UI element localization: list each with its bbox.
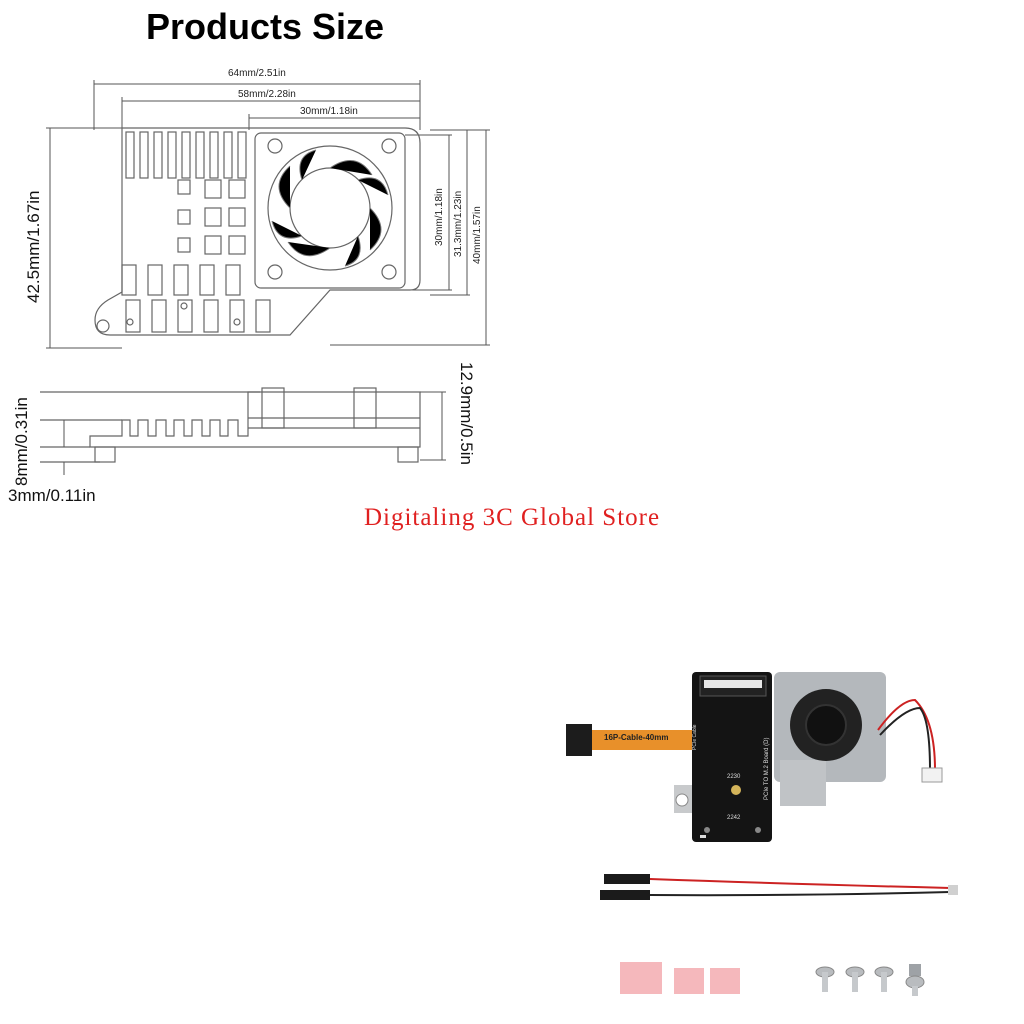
slot-2242-label: 2242 <box>727 815 741 821</box>
dim-width-body: 58mm/2.28in <box>238 89 296 100</box>
dim-fin-height: 8mm/0.31in <box>12 397 31 486</box>
dim-height-overall-left: 42.5mm/1.67in <box>24 190 43 303</box>
dim-height-fan: 30mm/1.18in <box>434 188 445 246</box>
slot-2230-label: 2230 <box>727 774 741 780</box>
thermal-pad-large <box>620 962 662 994</box>
dim-width-overall: 64mm/2.51in <box>228 68 286 79</box>
store-name: Digitaling 3C Global Store <box>363 504 661 531</box>
screws <box>815 964 925 996</box>
jumper-wire <box>604 874 650 884</box>
ribbon-cable <box>568 730 698 750</box>
pcb-label: PCIe TO M.2 Board (D) <box>764 737 770 800</box>
dim-height-fan-mount: 31.3mm/1.23in <box>453 190 464 257</box>
dim-width-fan: 30mm/1.18in <box>300 106 358 117</box>
dim-total-height: 12.9mm/0.5in <box>457 362 476 465</box>
pcie-cable-label: PCIe Cable <box>692 724 698 750</box>
dim-height-overall-right: 40mm/1.57in <box>472 206 483 264</box>
page-title: Products Size <box>145 6 385 47</box>
thermal-pad-small <box>674 968 704 994</box>
cable-label: 16P-Cable-40mm <box>604 733 669 742</box>
pcb-board <box>692 672 772 842</box>
thermal-pad-small <box>710 968 740 994</box>
dim-base-height: 3mm/0.11in <box>8 486 96 505</box>
